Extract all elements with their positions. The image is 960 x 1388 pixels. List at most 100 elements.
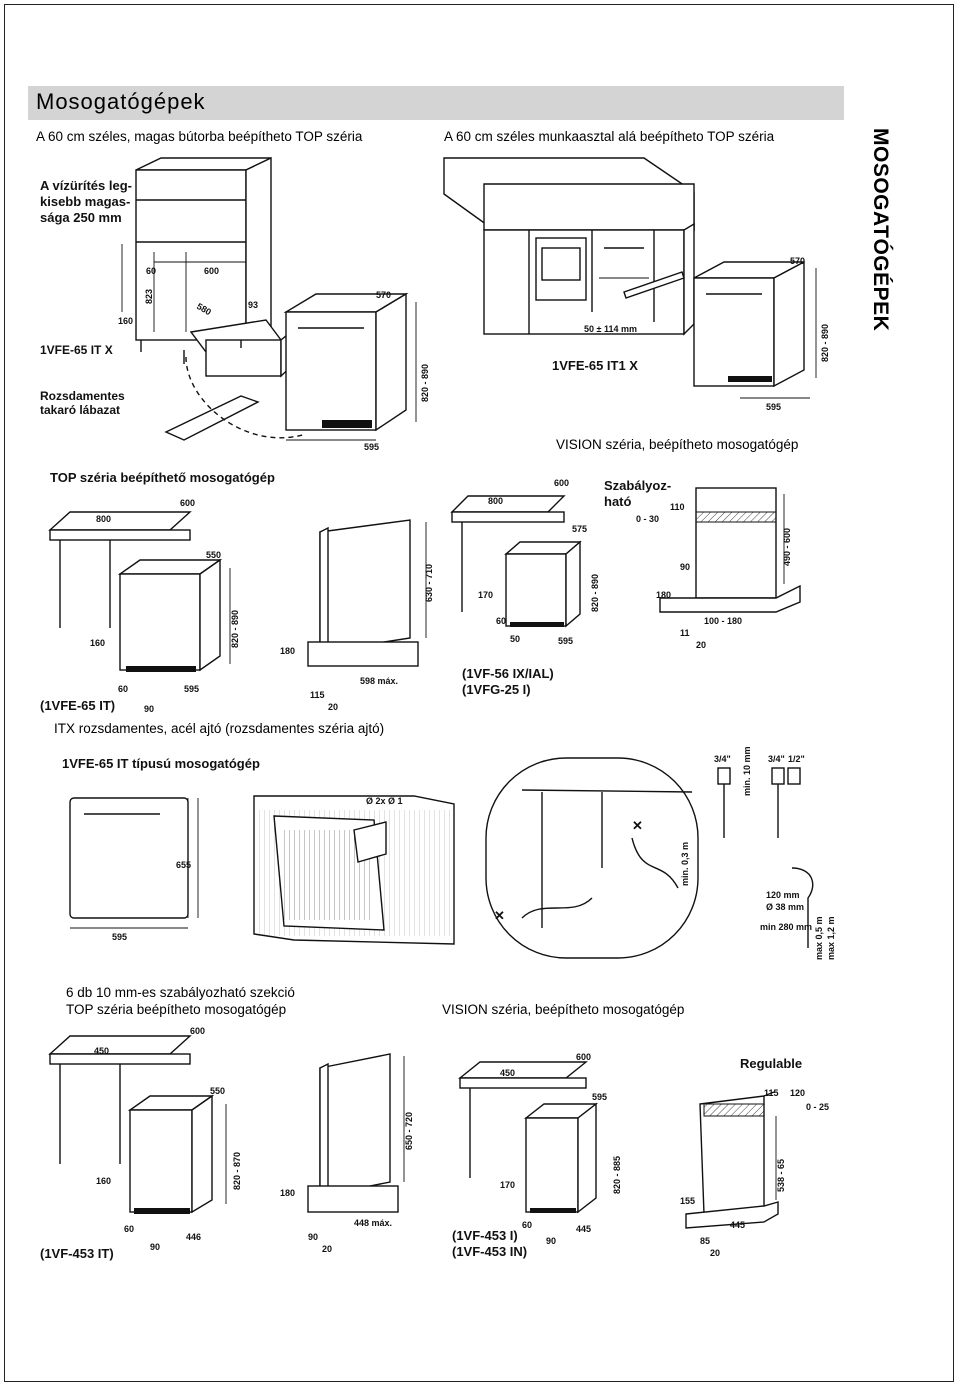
d12-dim-60: 60 <box>522 1220 532 1230</box>
d11-dim-448-max: 448 máx. <box>354 1218 392 1228</box>
d10-dim-60: 60 <box>124 1224 134 1234</box>
d10-model: (1VF-453 IT) <box>40 1246 114 1261</box>
d4-dim-180: 180 <box>280 646 295 656</box>
d9-cross-icon-2: ✕ <box>632 818 643 833</box>
diagram-plumbing: ✕ ✕ 3/4" 3/4" 1/2" min. 10 mm min. 0,3 m… <box>485 746 836 960</box>
d11-dim-90: 90 <box>308 1232 318 1242</box>
d5-dim-575: 575 <box>572 524 587 534</box>
d13-dim-0-25: 0 - 25 <box>806 1102 829 1112</box>
d5-dim-800: 800 <box>488 496 503 506</box>
d6-dim-20: 20 <box>696 640 706 650</box>
d9-dim-min-280mm: min 280 mm <box>760 922 812 932</box>
d1-plinth-line2: takaró lábazat <box>40 403 120 417</box>
page-title: Mosogatógépek <box>36 89 206 114</box>
d5-dim-600: 600 <box>554 478 569 488</box>
d9-dim-min-10mm: min. 10 mm <box>742 746 752 796</box>
caption-under-counter: A 60 cm széles munkaasztal alá beépíthet… <box>444 129 775 144</box>
d12-dim-820-885: 820 - 885 <box>612 1156 622 1194</box>
d7-dim-595: 595 <box>112 932 127 942</box>
d11-dim-20: 20 <box>322 1244 332 1254</box>
d1-dim-160: 160 <box>118 316 133 326</box>
caption-vision-1: VISION széria, beépítheto mosogatógép <box>556 437 799 452</box>
d8-dim-bolts: Ø 2x Ø 1 <box>366 796 403 806</box>
d13-dim-20: 20 <box>710 1248 720 1258</box>
d7-title: 1VFE-65 IT típusú mosogatógép <box>62 756 260 771</box>
d9-dim-1-2: 1/2" <box>788 754 805 764</box>
d5-model-2: (1VFG-25 I) <box>462 682 531 697</box>
d3-dim-800: 800 <box>96 514 111 524</box>
d6-label-line2: ható <box>604 494 632 509</box>
d6-dim-180: 180 <box>656 590 671 600</box>
d9-dim-min-0-3m: min. 0,3 m <box>680 842 690 886</box>
d12-model-1: (1VF-453 I) <box>452 1228 518 1243</box>
d7-dim-655: 655 <box>176 860 191 870</box>
d1-model: 1VFE-65 IT X <box>40 343 113 357</box>
caption-vision-2: VISION széria, beépítheto mosogatógép <box>442 1002 685 1017</box>
d1-note-line3: sága 250 mm <box>40 210 122 225</box>
d4-dim-115: 115 <box>310 690 325 700</box>
d13-dim-85: 85 <box>700 1236 710 1246</box>
diagram-door-front: 1VFE-65 IT típusú mosogatógép 655 595 <box>62 756 260 942</box>
d1-dim-823: 823 <box>144 289 154 304</box>
d2-model: 1VFE-65 IT1 X <box>552 358 638 373</box>
diagram-installed-view: Ø 2x Ø 1 <box>253 795 455 945</box>
d6-label-line1: Szabályoz- <box>604 478 671 493</box>
d2-dim-820-890: 820 - 890 <box>820 324 830 362</box>
d1-dim-60: 60 <box>146 266 156 276</box>
caption-sections: 6 db 10 mm-es szabályozható szekció <box>66 985 295 1000</box>
d1-dim-600: 600 <box>204 266 219 276</box>
d6-dim-0-30: 0 - 30 <box>636 514 659 524</box>
page-frame <box>4 4 954 1382</box>
d3-dim-600: 600 <box>180 498 195 508</box>
d12-dim-595: 595 <box>592 1092 607 1102</box>
d10-dim-160: 160 <box>96 1176 111 1186</box>
d9-dim-3-4-a: 3/4" <box>714 754 731 764</box>
d13-dim-445: 445 <box>730 1220 745 1230</box>
diagram-regulable: Regulable 115 120 0 - 25 538 - 65 155 44… <box>680 1056 829 1258</box>
d2-gap: 50 ± 114 mm <box>584 324 637 334</box>
diagram-top-series-2: 450 600 550 820 - 870 160 60 90 446 (1VF… <box>40 1026 242 1261</box>
diagram-door-panel-2: 650 - 720 180 90 20 448 máx. <box>280 1053 414 1254</box>
d12-dim-450: 450 <box>500 1068 515 1078</box>
d2-dim-570: 570 <box>790 256 805 266</box>
diagram-vision-1: 600 800 575 820 - 890 170 60 50 595 (1VF… <box>450 478 600 697</box>
d9-dim-max-0-5m: max 0,5 m <box>814 916 824 960</box>
d3-dim-550: 550 <box>206 550 221 560</box>
diagram-under-counter: 50 ± 114 mm 1VFE-65 IT1 X 570 820 - 890 … <box>443 157 830 412</box>
d3-dim-160: 160 <box>90 638 105 648</box>
side-section-label: MOSOGATÓGÉPEK <box>869 128 892 332</box>
d3-title: TOP széria beépíthető mosogatógép <box>50 470 275 485</box>
d4-dim-630-710: 630 - 710 <box>424 564 434 602</box>
d4-dim-598-max: 598 máx. <box>360 676 398 686</box>
d3-dim-90: 90 <box>144 704 154 714</box>
d10-dim-90: 90 <box>150 1242 160 1252</box>
diagram-top-series-1: TOP széria beépíthető mosogatógép 600 80… <box>40 470 275 714</box>
d6-dim-100-180: 100 - 180 <box>704 616 742 626</box>
d3-dim-595: 595 <box>184 684 199 694</box>
d5-dim-170: 170 <box>478 590 493 600</box>
d13-dim-120: 120 <box>790 1088 805 1098</box>
d10-dim-550: 550 <box>210 1086 225 1096</box>
d4-dim-20: 20 <box>328 702 338 712</box>
d1-plinth-line1: Rozsdamentes <box>40 389 125 403</box>
d13-dim-538-65: 538 - 65 <box>776 1159 786 1192</box>
d12-dim-445: 445 <box>576 1224 591 1234</box>
d3-dim-60: 60 <box>118 684 128 694</box>
d12-dim-90: 90 <box>546 1236 556 1246</box>
d9-dim-38mm: Ø 38 mm <box>766 902 804 912</box>
d9-dim-3-4-b: 3/4" <box>768 754 785 764</box>
caption-tall-cabinet: A 60 cm széles, magas bútorba beépítheto… <box>36 129 363 144</box>
d11-dim-180: 180 <box>280 1188 295 1198</box>
d1-dim-570: 570 <box>376 290 391 300</box>
d6-dim-110: 110 <box>670 502 685 512</box>
title-bar: Mosogatógépek <box>28 86 844 120</box>
d5-dim-595: 595 <box>558 636 573 646</box>
d1-dim-93: 93 <box>248 300 258 310</box>
d1-note-line1: A vízürítés leg- <box>40 178 132 193</box>
d12-dim-170: 170 <box>500 1180 515 1190</box>
d9-dim-120mm: 120 mm <box>766 890 800 900</box>
d3-model: (1VFE-65 IT) <box>40 698 115 713</box>
diagram-vision-2: 450 600 595 820 - 885 170 60 90 445 (1VF… <box>452 1052 622 1259</box>
d6-dim-490-600: 490 - 600 <box>782 528 792 566</box>
d1-dim-820-890: 820 - 890 <box>420 364 430 402</box>
